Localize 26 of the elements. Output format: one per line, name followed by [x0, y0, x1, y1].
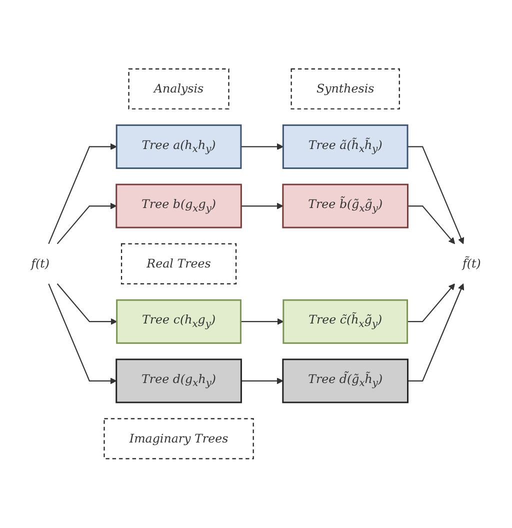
- arrow: [48, 144, 117, 244]
- node-box: Analysis: [128, 68, 230, 110]
- arrow: [48, 284, 117, 384]
- arrow: [408, 206, 456, 244]
- node-box: Tree a(h$_{x}$h$_{y}$): [116, 124, 242, 170]
- arrow: [240, 318, 284, 326]
- node-box: Synthesis: [290, 68, 400, 110]
- node-box: Tree c̃(h̃$_{x}$g̃$_{y}$): [282, 300, 408, 344]
- arrow: [241, 202, 284, 210]
- node-box: Tree b̃(g̃$_{x}$g̃$_{y}$): [282, 184, 408, 228]
- arrow: [408, 146, 464, 244]
- node-text: f̃(t): [462, 256, 481, 271]
- node-box: Tree b(g$_{x}$g$_{y}$): [116, 184, 242, 228]
- node-box: Tree ã(h̃$_{x}$h̃$_{y}$): [282, 124, 408, 170]
- node-box: Tree d(g$_{x}$h$_{y}$): [116, 358, 242, 404]
- node-box: Tree d̃(g̃$_{x}$h̃$_{y}$): [282, 358, 408, 404]
- arrow: [241, 378, 284, 384]
- arrow: [408, 284, 464, 382]
- node-box: Imaginary Trees: [104, 418, 254, 460]
- arrow: [56, 202, 117, 244]
- arrow: [56, 284, 118, 326]
- node-box: Tree c(h$_{x}$g$_{y}$): [116, 300, 242, 344]
- arrow: [407, 284, 456, 322]
- node-box: Real Trees: [120, 243, 237, 285]
- arrow: [240, 144, 284, 150]
- node-text: f(t): [31, 256, 50, 271]
